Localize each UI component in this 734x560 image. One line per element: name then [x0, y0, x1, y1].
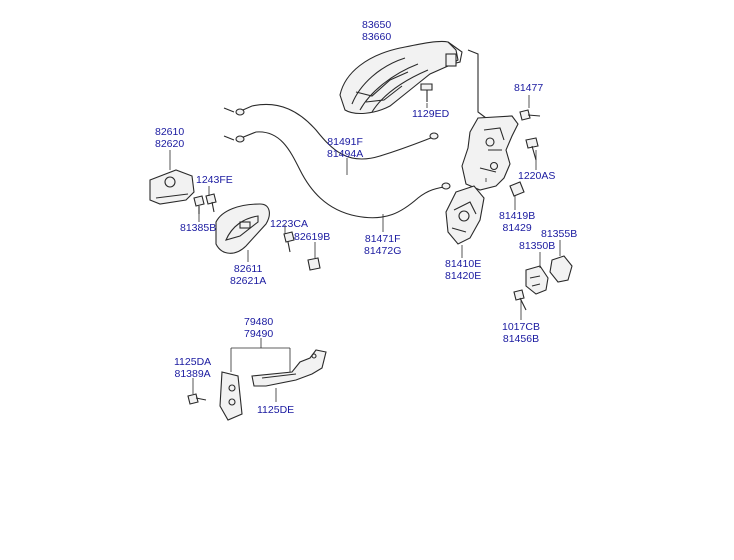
label-82619B: 82619B	[294, 231, 331, 243]
bolt-1220AS	[525, 137, 539, 161]
label-81350B: 81350B	[519, 240, 556, 252]
door-checker	[219, 338, 327, 421]
screw-1223CA	[283, 231, 295, 253]
label-1223CA: 1223CA	[270, 218, 308, 230]
label-1125DE: 1125DE	[257, 404, 295, 416]
screw-1243FE	[205, 193, 217, 213]
door-latch-assembly	[445, 115, 519, 245]
bolt-81477	[519, 109, 541, 121]
screw-1129ED	[420, 83, 433, 102]
label-81355B: 81355B	[541, 228, 578, 240]
label-81477: 81477	[514, 82, 544, 94]
door-cables	[223, 103, 451, 219]
pad-81419B	[509, 181, 525, 197]
label-1243FE: 1243FE	[196, 174, 233, 186]
label-81385B: 81385B	[180, 222, 217, 234]
cap-82619B	[307, 257, 321, 271]
label-1129ED: 1129ED	[412, 108, 450, 120]
outside-door-handle	[339, 40, 463, 115]
bracket-81350B	[525, 265, 549, 295]
bolt-1125DA	[187, 393, 207, 405]
screw-1017CB	[513, 289, 527, 311]
inside-handle-82610	[149, 169, 195, 205]
inside-handle-82611	[215, 203, 270, 254]
label-1220AS: 1220AS	[518, 170, 556, 182]
cover-81355B	[549, 255, 573, 283]
clip-81385B	[193, 195, 205, 214]
